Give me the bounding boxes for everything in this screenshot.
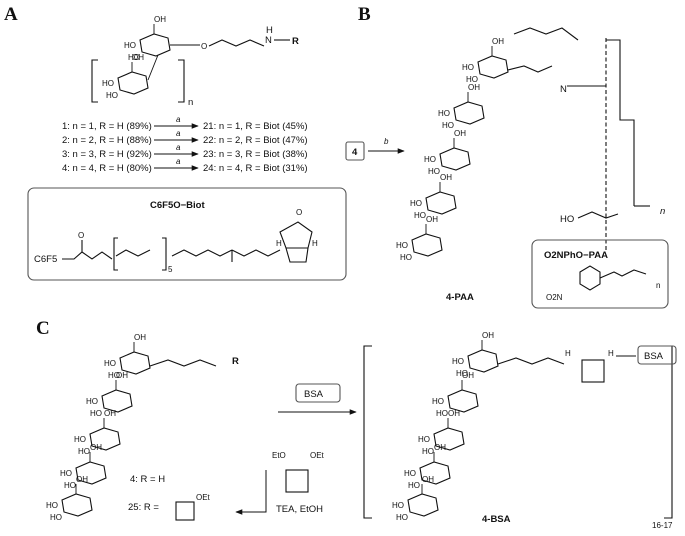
panel-c-left-structure: R [45,332,239,523]
polymer-box: O2NPhO−PAA O2N n [531,239,669,309]
reaction-1-reagent: a [176,115,181,124]
reaction-4-reagent: a [176,157,181,166]
reaction-2-left: 2: n = 2, R = H (88%) [62,135,152,146]
repeat-n-b: n [660,206,665,217]
amine-h: H [266,25,273,36]
svg-text:O: O [296,208,302,217]
panel-a-structure: O N H R n [91,14,299,108]
hydroxyl-label: HO [560,214,574,225]
panel-label-c: C [36,318,50,339]
polymer-title: O2NPhO−PAA [544,250,608,261]
amine-n: N [265,35,272,46]
reaction-3-reagent: a [176,143,181,152]
product-4-paa: 4-PAA [446,292,474,303]
reaction-2-reagent: a [176,129,181,138]
amide-n-b: N [560,84,567,95]
panel-label-b: B [358,4,371,25]
svg-text:O: O [78,231,84,240]
squarate-oet-small: OEt [196,493,211,502]
bsa-conjugate: 16-17 H H BSA 4-BSA [363,330,677,530]
reaction-1-right: 21: n = 1, R = Biot (45%) [203,121,308,132]
conjugate-subscript: 16-17 [652,521,673,530]
polymer-nitro: O2N [546,293,563,302]
bsa-arrow-group: BSA [278,383,357,415]
conjugate-nh-right: H [608,349,614,358]
biotin-reagent-box: C6F5O−Biot C6F5 O 5 O H H [27,187,347,281]
reaction-list: 1: n = 1, R = H (89%) 2: n = 2, R = H (8… [62,115,308,174]
squarate-conditions: TEA, EtOH [276,504,323,515]
reaction-3-left: 3: n = 3, R = H (92%) [62,149,152,160]
reaction-4-left: 4: n = 4, R = H (80%) [62,163,152,174]
reaction-4-right: 24: n = 4, R = Biot (31%) [203,163,308,174]
panel-label-a: A [4,4,18,25]
label-4-r-h: 4: R = H [130,474,165,485]
biotin-reagent-left: C6F5 [34,254,57,265]
label-25-r: 25: R = [128,502,159,513]
reaction-1-left: 1: n = 1, R = H (89%) [62,121,152,132]
diethyl-squarate-right: OEt [310,451,325,460]
panel-c-r: R [232,356,239,367]
bsa-arrow-label: BSA [304,389,324,400]
product-4-bsa: 4-BSA [482,514,511,525]
polymer-n: n [656,281,660,290]
biotin-reagent-repeat: 5 [168,265,173,274]
r-group: R [292,36,299,47]
reaction-3-right: 23: n = 3, R = Biot (38%) [203,149,308,160]
bsa-box-label: BSA [644,351,664,362]
squarate-reaction: 4: R = H 25: R = OEt EtO OEt TEA, EtOH [128,451,325,521]
panel-b-structure: N HO n 4-PAA [395,27,665,303]
panel-b-reagent: b [384,137,389,146]
biotin-h-left: H [276,239,282,248]
repeat-n: n [188,97,193,108]
conjugate-nh-left: H [565,349,571,358]
reaction-2-right: 22: n = 2, R = Biot (47%) [203,135,308,146]
diethyl-squarate-left: EtO [272,451,286,460]
biotin-reagent-title: C6F5O−Biot [150,200,205,211]
svg-text:O: O [201,42,207,51]
compound-4-label: 4 [352,147,358,158]
biotin-h-right: H [312,239,318,248]
compound-4-box: 4 b [345,137,405,161]
